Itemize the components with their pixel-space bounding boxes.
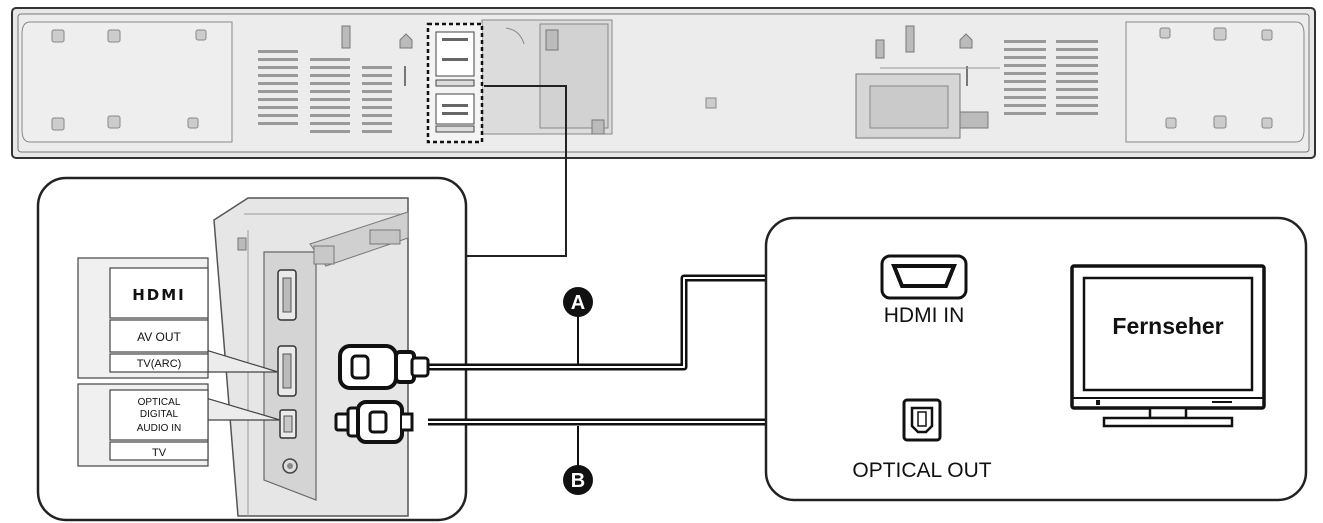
- hdmi-port-icon: [880, 254, 968, 300]
- cable-marker-a-text: A: [571, 292, 585, 314]
- hdmi-logo-label: HDMI: [132, 286, 186, 304]
- zoom-leader-line: [464, 85, 567, 257]
- optical-plug-icon: [334, 400, 414, 444]
- cable-marker-a: A: [563, 287, 593, 364]
- optical-label-line1: OPTICAL: [138, 397, 181, 408]
- hdmi-plug-icon: [338, 344, 430, 390]
- cable-marker-b-text: B: [571, 470, 585, 492]
- tv-device-label: Fernseher: [1112, 313, 1223, 339]
- vent-grille-left: [258, 50, 392, 133]
- optical-out-label: OPTICAL OUT: [852, 459, 991, 482]
- av-out-label: AV OUT: [137, 330, 181, 344]
- tv-label: TV: [152, 447, 167, 459]
- vent-grille-right: [1004, 40, 1098, 115]
- terminal-zoom-panel: HDMI AV OUT TV(ARC) OPTICAL DIGITAL AUDI…: [36, 176, 468, 522]
- optical-label-line3: AUDIO IN: [137, 423, 181, 434]
- television-icon: [1070, 264, 1266, 428]
- optical-port-icon: [902, 398, 942, 442]
- cable-marker-b: B: [563, 426, 593, 495]
- tv-arc-label: TV(ARC): [137, 358, 182, 370]
- optical-label-line2: DIGITAL: [140, 409, 179, 420]
- tv-connection-panel: HDMI IN OPTICAL OUT Fernseher: [764, 216, 1308, 502]
- hdmi-in-label: HDMI IN: [884, 304, 965, 327]
- soundbar-rear-view: [11, 7, 1316, 159]
